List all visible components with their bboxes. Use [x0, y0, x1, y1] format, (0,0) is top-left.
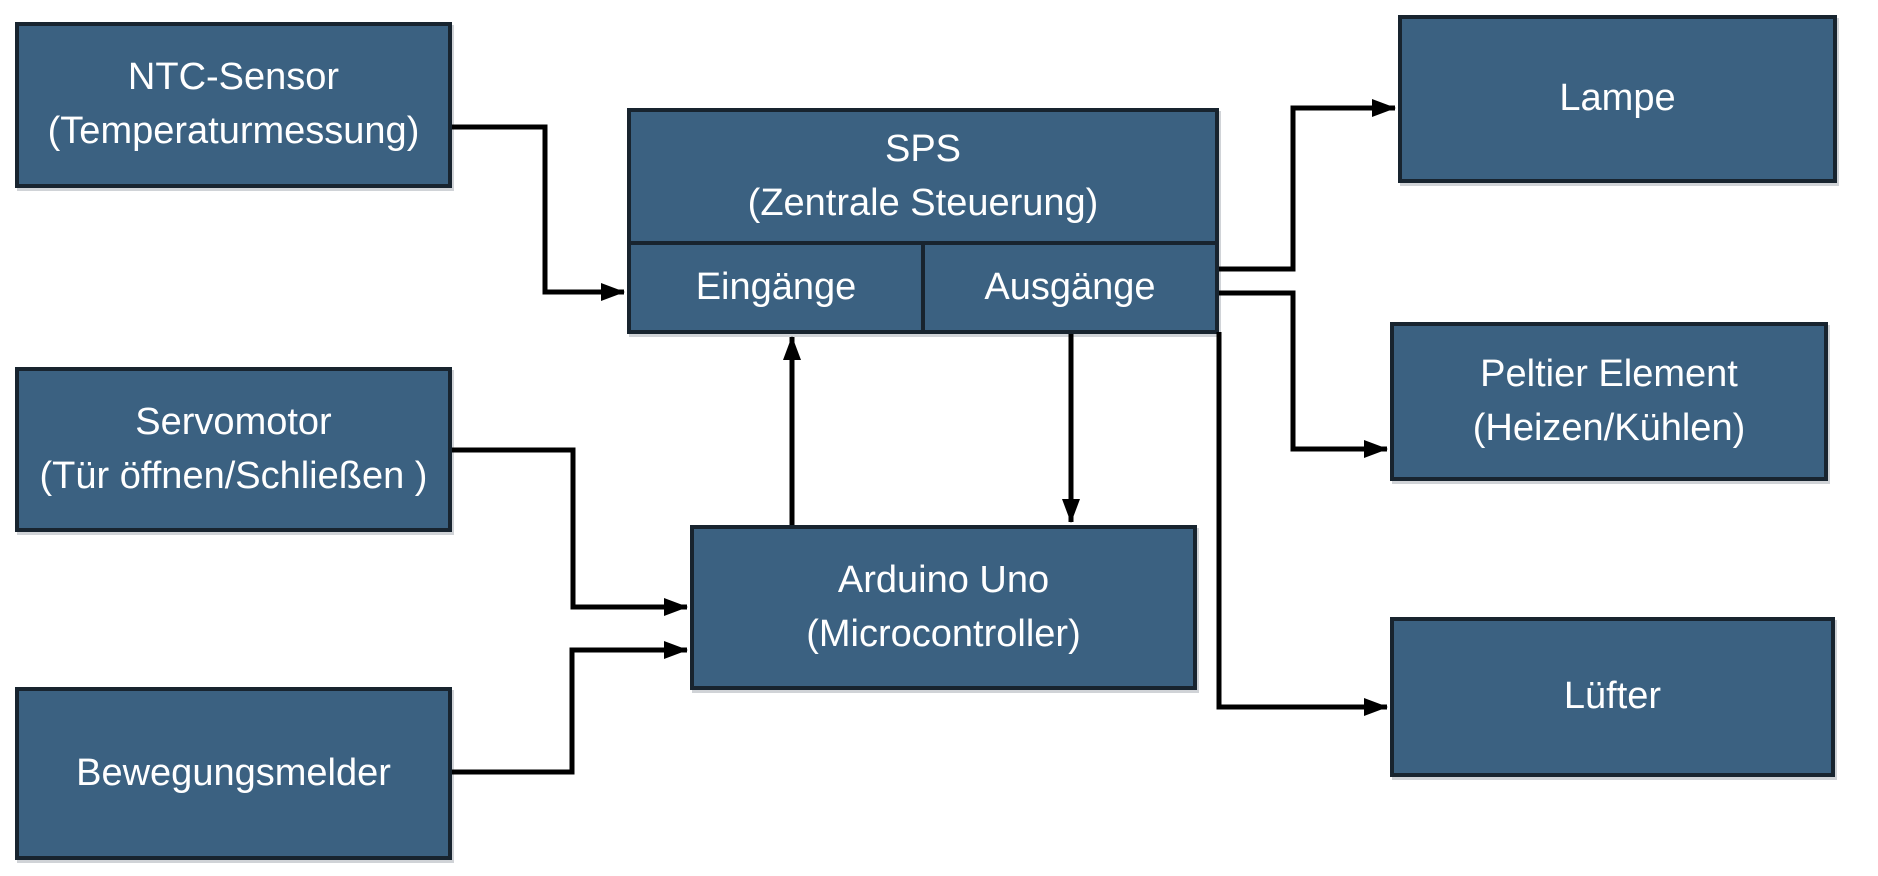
node-label-line: Servomotor	[135, 400, 332, 443]
node-arduino: Arduino Uno (Microcontroller)	[690, 525, 1197, 690]
node-label-line: (Temperaturmessung)	[47, 110, 420, 152]
sps-io-row: Eingänge Ausgänge	[631, 241, 1215, 330]
node-label-line: Ausgänge	[984, 265, 1156, 308]
node-label-line: (Heizen/Kühlen)	[1472, 406, 1746, 449]
sps-inputs-cell: Eingänge	[631, 245, 921, 330]
node-bewegungsmelder: Bewegungsmelder	[15, 687, 452, 860]
sps-outputs-cell: Ausgänge	[921, 245, 1215, 330]
arrow-servomotor-to-arduino	[452, 447, 688, 616]
node-label-line: Arduino Uno	[837, 558, 1050, 601]
node-label-line: Lampe	[1559, 77, 1676, 120]
node-label-line: Lüfter	[1563, 675, 1662, 718]
node-label-line: (Microcontroller)	[806, 612, 1081, 655]
arrow-sps-to-luefter	[1216, 332, 1388, 716]
sps-title: SPS (Zentrale Steuerung)	[748, 112, 1099, 241]
node-lampe: Lampe	[1398, 15, 1837, 183]
node-ntc-sensor: NTC-Sensor (Temperaturmessung)	[15, 22, 452, 188]
node-label-line: Eingänge	[695, 265, 857, 308]
node-label-line: (Zentrale Steuerung)	[747, 181, 1099, 224]
arrow-sps-ausgaenge-to-lampe	[1219, 99, 1396, 272]
arrow-sps-ausgaenge-to-peltier	[1219, 290, 1388, 458]
node-label-line: Peltier Element	[1480, 352, 1738, 395]
arrow-bewegungsmelder-to-arduino	[452, 641, 688, 775]
node-luefter: Lüfter	[1390, 617, 1835, 777]
arrow-ntc-to-sps-eingaenge	[452, 124, 625, 301]
node-label-line: NTC-Sensor	[127, 56, 340, 99]
node-label-line: Bewegungsmelder	[76, 751, 391, 794]
node-label-line: (Tür öffnen/Schließen )	[39, 454, 428, 497]
node-sps: SPS (Zentrale Steuerung) Eingänge Ausgän…	[627, 108, 1219, 334]
node-label-line: SPS	[884, 127, 962, 170]
node-servomotor: Servomotor (Tür öffnen/Schließen )	[15, 367, 452, 532]
node-peltier: Peltier Element (Heizen/Kühlen)	[1390, 322, 1828, 481]
